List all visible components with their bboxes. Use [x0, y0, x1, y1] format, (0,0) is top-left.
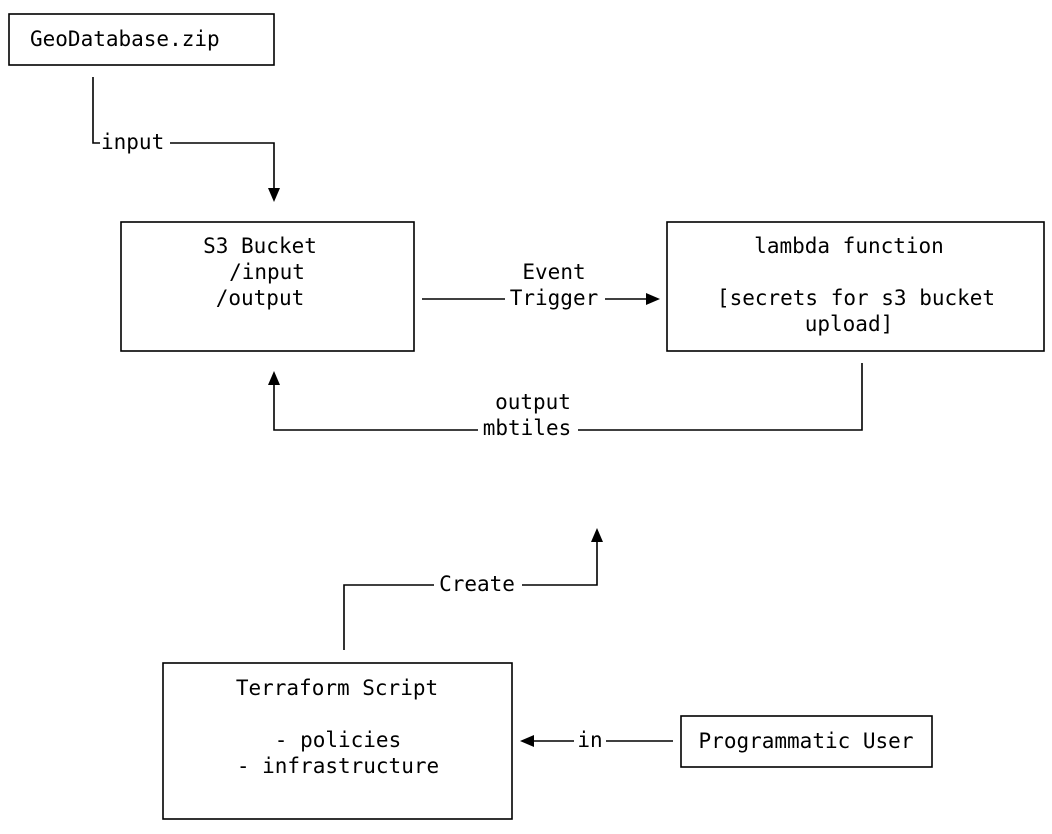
edge-create-label: Create	[439, 572, 515, 596]
edge-in-label: in	[577, 728, 602, 752]
s3-bucket-input-path: /input	[229, 260, 305, 284]
edge-create: Create	[343, 528, 603, 650]
s3-bucket-node: S3 Bucket /input /output	[120, 221, 415, 352]
edge-in: in	[520, 728, 673, 754]
edge-input: input	[92, 77, 280, 202]
geodatabase-node: GeoDatabase.zip	[8, 13, 275, 66]
edge-input-label: input	[101, 130, 164, 154]
edge-event-trigger: Event Trigger	[422, 260, 660, 312]
lambda-title: lambda function	[754, 234, 944, 258]
terraform-script-node: Terraform Script - policies - infrastruc…	[162, 662, 513, 820]
terraform-policies: - policies	[275, 728, 401, 752]
programmatic-user-label: Programmatic User	[699, 729, 914, 753]
arrowhead-up-icon	[591, 528, 603, 542]
arrowhead-up-icon	[268, 371, 280, 385]
programmatic-user-node: Programmatic User	[680, 715, 933, 768]
geodatabase-label: GeoDatabase.zip	[30, 27, 220, 51]
edge-event-label: Event	[522, 260, 585, 284]
arrowhead-left-icon	[520, 735, 534, 747]
edge-trigger-label: Trigger	[510, 286, 599, 310]
edge-mbtiles-label: mbtiles	[483, 416, 572, 440]
terraform-infrastructure: - infrastructure	[237, 754, 439, 778]
arrowhead-right-icon	[646, 293, 660, 305]
terraform-title: Terraform Script	[236, 676, 438, 700]
lambda-secrets-line-1: [secrets for s3 bucket	[717, 286, 995, 310]
s3-bucket-output-path: /output	[216, 286, 305, 310]
arrowhead-down-icon	[268, 188, 280, 202]
lambda-secrets-line-2: upload]	[805, 312, 894, 336]
edge-output-label: output	[495, 390, 571, 414]
lambda-function-node: lambda function [secrets for s3 bucket u…	[666, 221, 1045, 352]
edge-output-mbtiles: output mbtiles	[268, 363, 863, 443]
s3-bucket-title: S3 Bucket	[203, 234, 317, 258]
